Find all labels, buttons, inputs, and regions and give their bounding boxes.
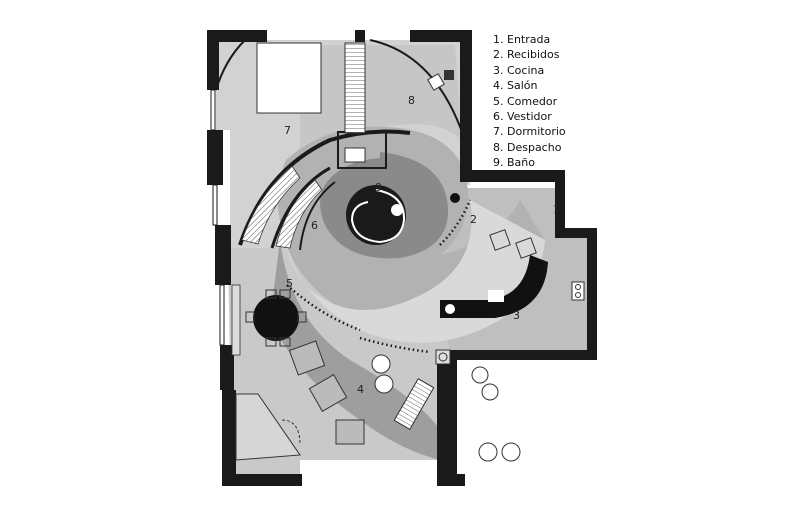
furniture xyxy=(231,42,585,462)
room-number-1: 1 xyxy=(553,203,560,216)
chair-5 xyxy=(245,311,255,323)
spiral-dots xyxy=(286,199,472,354)
island-seat xyxy=(445,304,455,314)
legend-item: 6. Vestidor xyxy=(493,110,552,124)
dots-entry-curve xyxy=(439,199,472,246)
chair-3 xyxy=(265,337,277,347)
wall-left-window3 xyxy=(219,284,225,346)
legend-item: 7. Dormitorio xyxy=(493,125,566,139)
room-number-5: 5 xyxy=(286,277,293,290)
wall-entrance-right xyxy=(555,170,565,230)
door-swing xyxy=(281,419,301,446)
dots-living-curve xyxy=(359,336,431,354)
armchair-1 xyxy=(288,340,326,376)
dining-table xyxy=(253,295,299,341)
room-number-9: 9 xyxy=(375,181,382,194)
room-number-3: 3 xyxy=(513,309,520,322)
island-box xyxy=(488,290,504,302)
terrace-stool-1 xyxy=(471,366,489,384)
walls xyxy=(207,30,597,486)
stool-2 xyxy=(374,374,394,394)
bathroom-sink xyxy=(391,204,403,216)
side-table xyxy=(435,349,451,365)
room-number-7: 7 xyxy=(284,124,291,137)
chair-2 xyxy=(279,289,291,299)
terrace-stool-4 xyxy=(501,442,521,462)
bench xyxy=(393,378,435,430)
wall-bottom-right xyxy=(437,474,465,486)
entry-chair-2 xyxy=(515,237,537,259)
wall-closet-inner2 xyxy=(299,181,336,251)
legend-item: 4. Salón xyxy=(493,79,538,93)
wall-bottom-left-corner xyxy=(222,390,236,486)
kitchen-island xyxy=(440,255,548,318)
room-number-8: 8 xyxy=(408,94,415,107)
lamp xyxy=(438,352,448,362)
stool-1 xyxy=(371,354,391,374)
room-number-6: 6 xyxy=(311,219,318,232)
armchair-2 xyxy=(308,374,348,412)
wall-kitchen-bottom xyxy=(455,350,597,360)
office-desk xyxy=(444,70,454,80)
chair-1 xyxy=(265,289,277,299)
burner-2 xyxy=(575,292,581,298)
bed xyxy=(256,42,322,114)
wall-left-upper xyxy=(207,30,219,90)
wall-kitchen-right xyxy=(587,228,597,358)
wall-kitchen-top xyxy=(555,228,597,238)
wall-left-window1 xyxy=(210,89,216,131)
room-number-2: 2 xyxy=(470,213,477,226)
closet-shelves-outer xyxy=(241,165,301,245)
wall-top-right xyxy=(410,30,472,42)
legend-item: 2. Recibidos xyxy=(493,48,560,62)
chair-6 xyxy=(297,311,307,323)
wall-right-upper xyxy=(460,30,472,170)
wall-left-lower xyxy=(215,225,231,285)
entry-knob xyxy=(450,193,460,203)
wall-top-left xyxy=(207,30,267,42)
wall-top-mid xyxy=(355,30,365,42)
legend-item: 1. Entrada xyxy=(493,33,551,46)
wall-bottom xyxy=(222,474,302,486)
cooktop xyxy=(571,281,585,301)
spiral-band-dark xyxy=(270,240,440,460)
wall-living-right xyxy=(437,350,457,480)
terrace-stool-2 xyxy=(481,383,499,401)
closet-shelves-inner xyxy=(275,179,323,249)
armchair-3 xyxy=(335,419,365,445)
bath-bench xyxy=(344,147,366,163)
chair-4 xyxy=(279,337,291,347)
room-number-4: 4 xyxy=(357,383,364,396)
entry-chair-1 xyxy=(489,229,511,251)
wall-bedroom-curve xyxy=(215,39,246,91)
legend-item: 9. Baño xyxy=(493,156,535,170)
fireplace xyxy=(235,393,301,461)
office-chair xyxy=(427,73,445,91)
wall-office-curve xyxy=(369,39,469,151)
terrace-stool-3 xyxy=(478,442,498,462)
legend-item: 8. Despacho xyxy=(493,140,562,154)
staircase xyxy=(344,42,366,134)
wall-closet-inner xyxy=(270,166,331,249)
wall-left-mid xyxy=(207,130,223,185)
wall-left-bottom xyxy=(220,345,234,390)
legend-item: 3. Cocina xyxy=(493,63,545,77)
dots-dining-curve xyxy=(286,284,361,332)
wall-right-notch xyxy=(460,170,560,182)
wall-left-window2 xyxy=(212,184,218,226)
sideboard xyxy=(231,284,241,356)
room-numbers: 1 2 3 4 5 6 7 8 9 xyxy=(284,94,560,396)
legend-item: 5. Comedor xyxy=(493,94,558,108)
burner-1 xyxy=(575,284,581,290)
room-legend: 1. Entrada 2. Recibidos 3. Cocina 4. Sal… xyxy=(493,32,566,171)
bathroom-core xyxy=(346,185,406,245)
